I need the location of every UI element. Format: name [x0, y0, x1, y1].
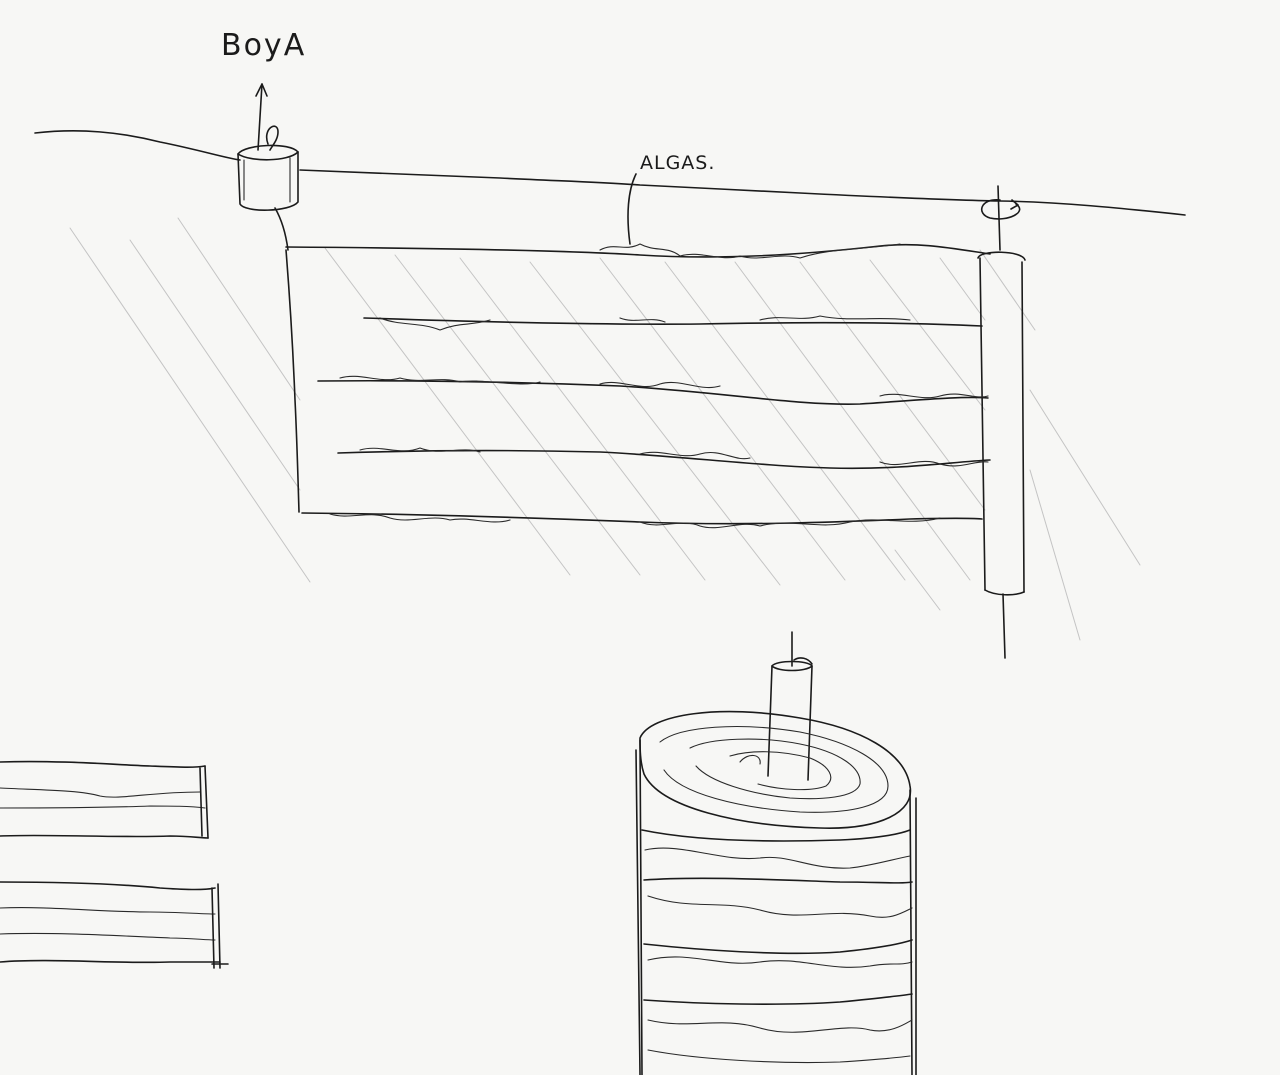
algae-lines: [286, 244, 990, 528]
small-rope-panel-sketch: [0, 762, 228, 968]
algae-line-5: [302, 513, 982, 524]
buoy-icon: [238, 84, 298, 250]
water-surface-line: [35, 131, 1185, 215]
coiled-rope-cylinder-sketch: [636, 632, 916, 1075]
water-hatching: [70, 218, 1140, 640]
algae-line-3: [318, 381, 988, 404]
algae-line-1: [286, 245, 990, 257]
algae-label: ALGAS.: [640, 152, 715, 174]
rotation-arrow-icon: [982, 200, 1020, 219]
buoy-label: BoyA: [221, 28, 306, 63]
